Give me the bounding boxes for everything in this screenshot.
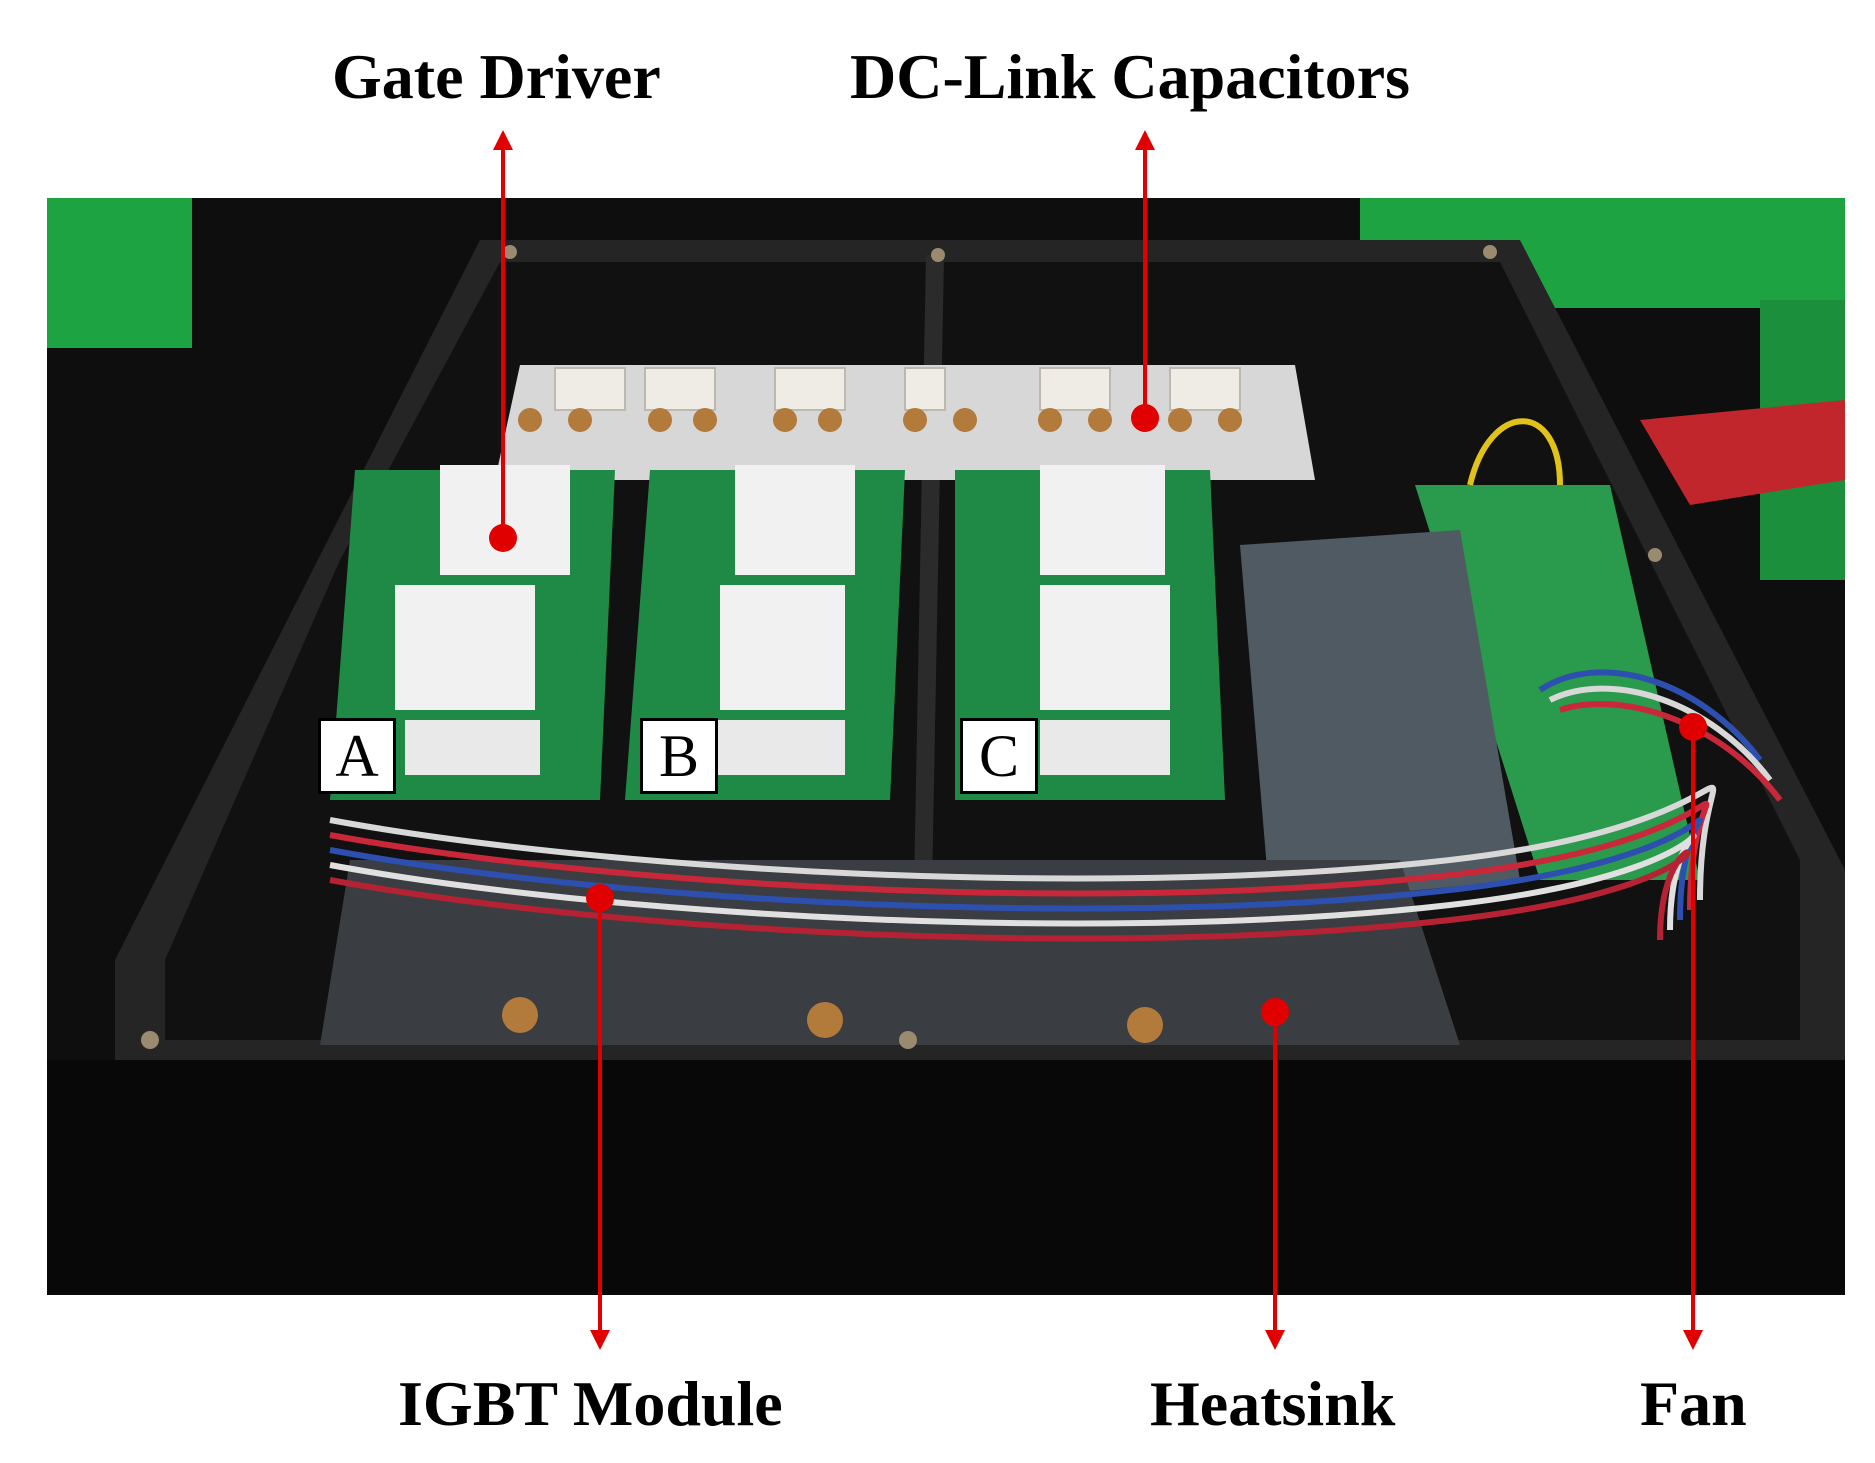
- yellow-wire: [1467, 418, 1563, 486]
- terminal-bolts: [518, 408, 1242, 432]
- igbt-module-arrow: [586, 884, 614, 1350]
- heatsink-arrow: [1261, 998, 1289, 1350]
- dc-link-arrow: [1131, 130, 1159, 432]
- gate-driver-board-a: [330, 465, 615, 800]
- gate-driver-label: Gate Driver: [332, 41, 661, 112]
- heatsink-label: Heatsink: [1150, 1368, 1396, 1439]
- fan-label: Fan: [1640, 1368, 1747, 1439]
- gate-driver-arrow: [489, 130, 517, 552]
- phase-label-a: A: [318, 718, 396, 794]
- fan-arrow: [1679, 713, 1707, 1350]
- phase-label-c: C: [960, 718, 1038, 794]
- igbt-module-label: IGBT Module: [398, 1368, 783, 1439]
- annotation-arrows: [489, 130, 1707, 1350]
- green-wall-left: [47, 198, 192, 348]
- cabinet-screws: [141, 245, 1662, 1049]
- gate-driver-board-c: [955, 465, 1225, 800]
- capacitors: [554, 367, 1241, 411]
- cabinet-front-panel: [47, 1060, 1845, 1295]
- red-rail: [1640, 400, 1845, 505]
- dc-link-capacitors-label: DC-Link Capacitors: [850, 41, 1411, 112]
- igbt-terminals: [502, 997, 1163, 1043]
- metal-tray: [1240, 530, 1520, 905]
- gate-driver-board-b: [625, 465, 905, 800]
- phase-label-b: B: [640, 718, 718, 794]
